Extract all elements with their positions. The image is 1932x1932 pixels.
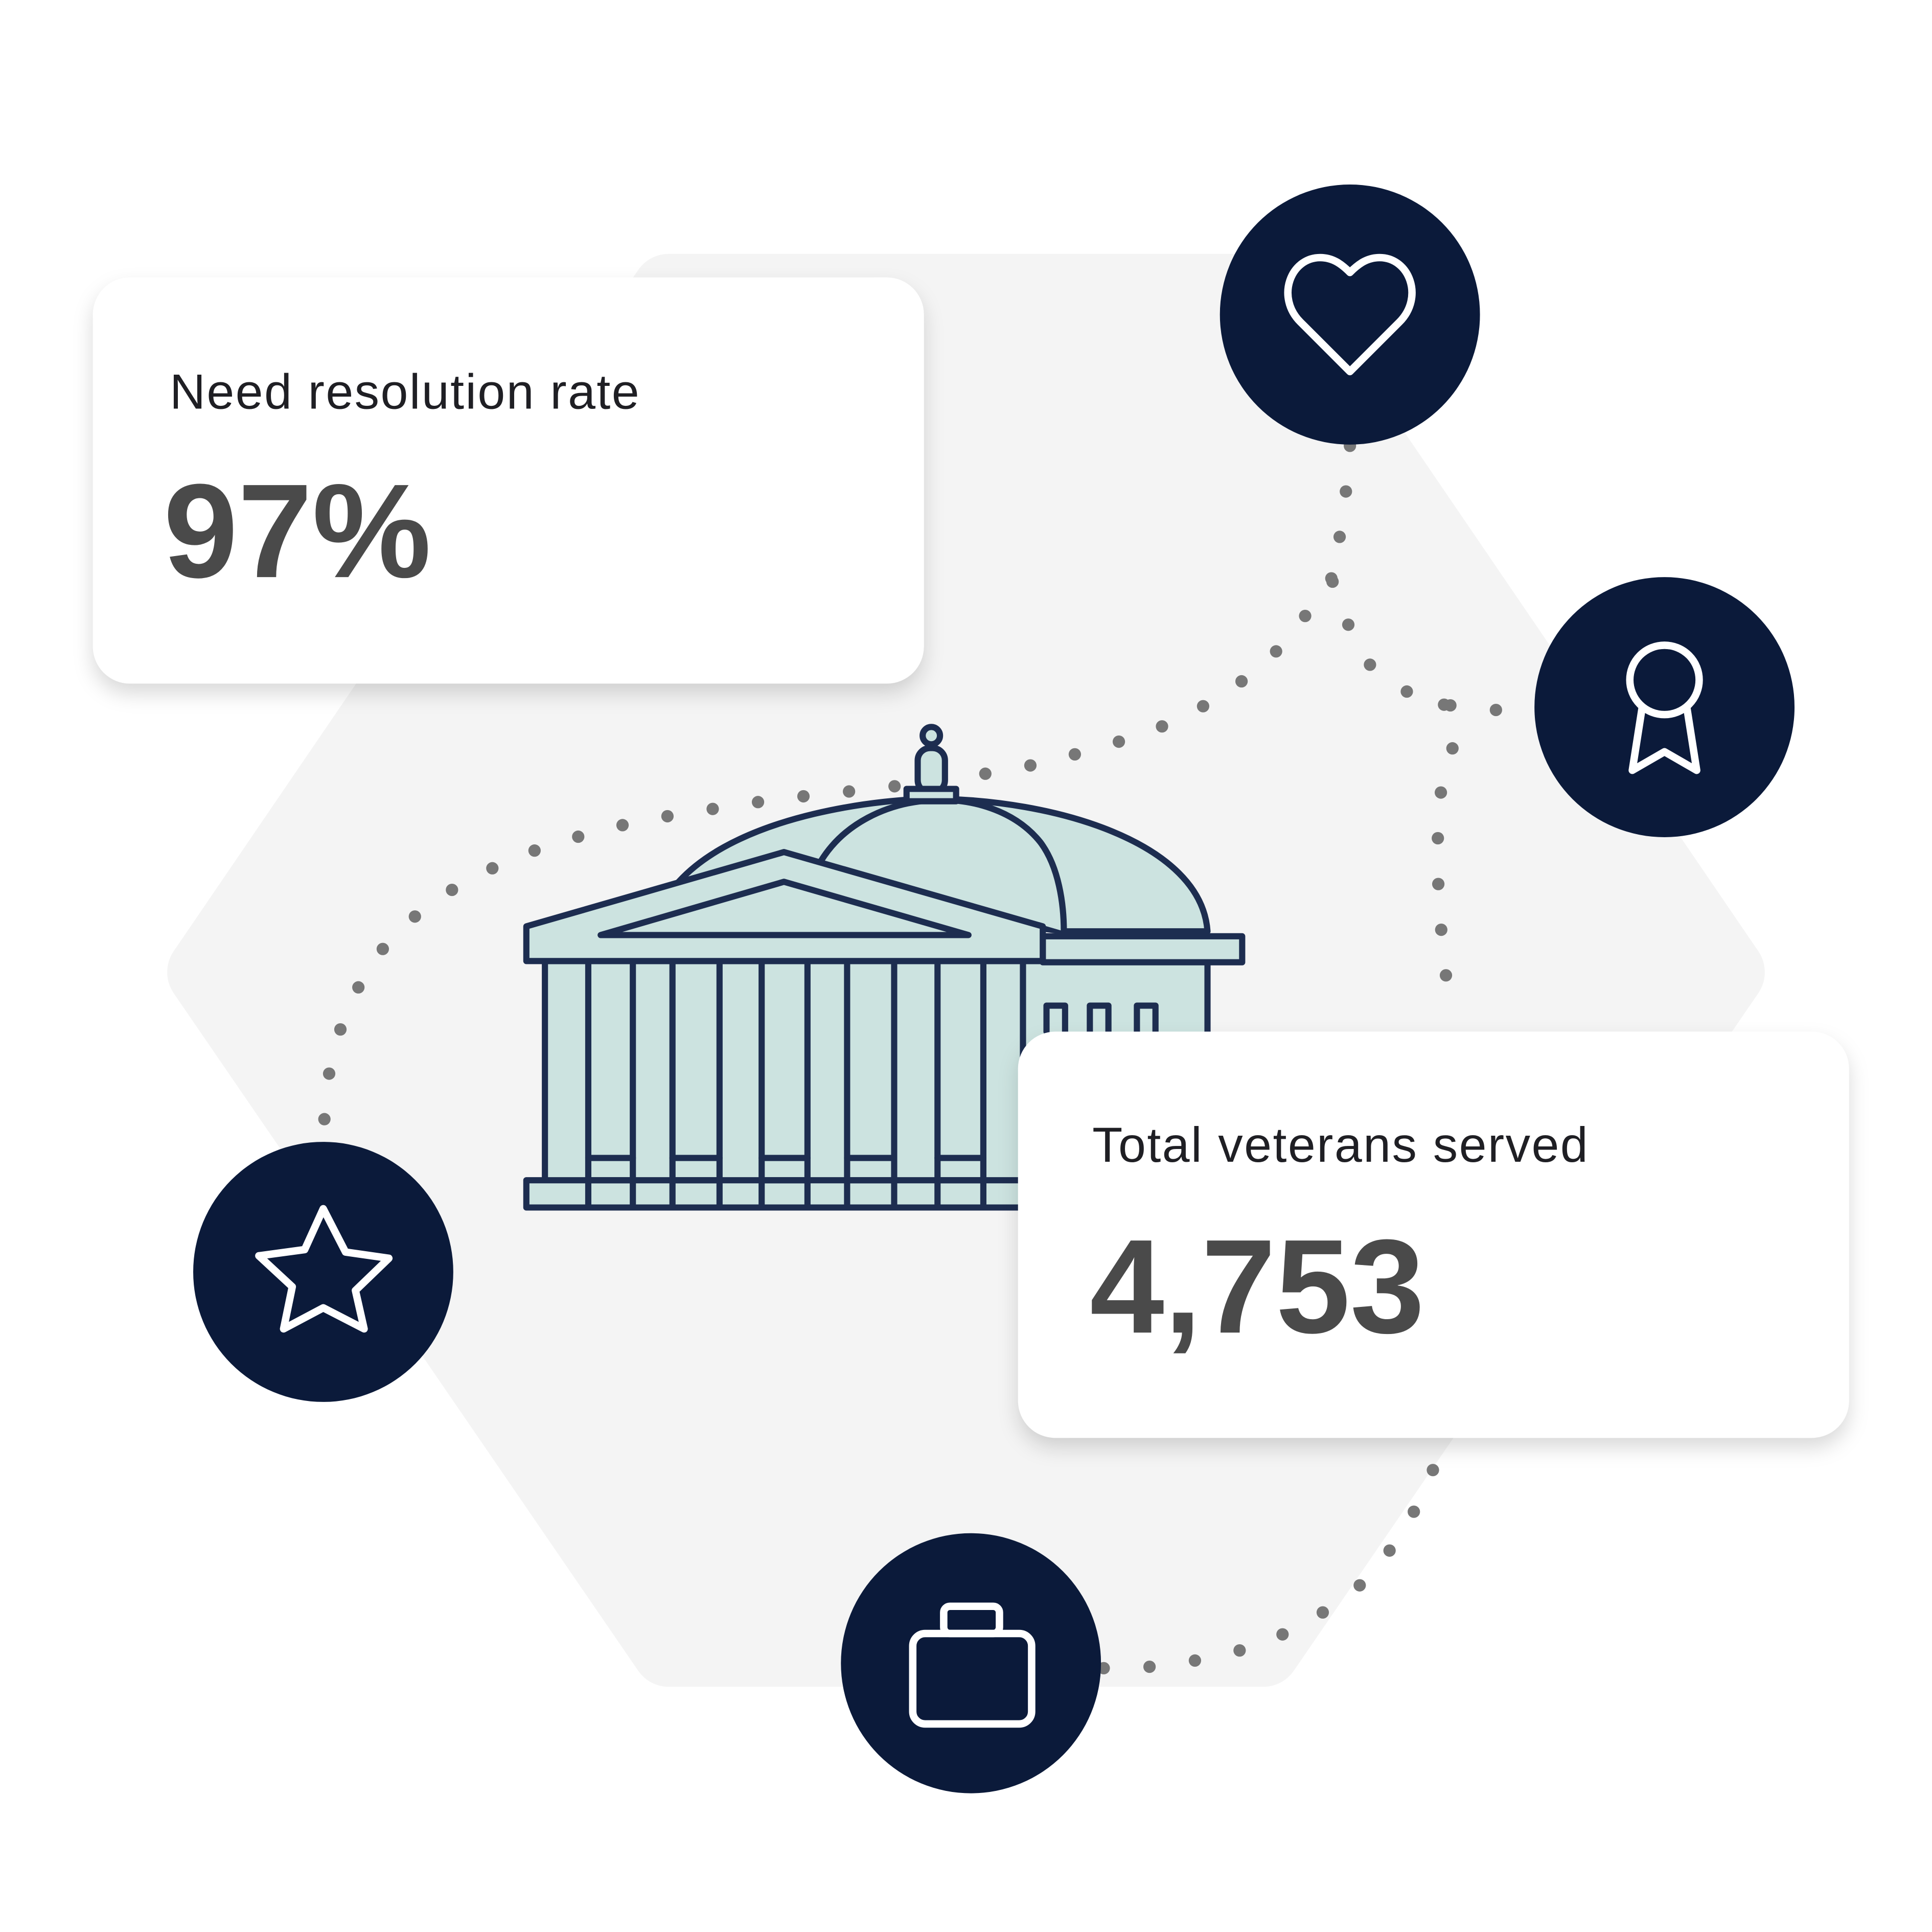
award-ribbon-icon (1626, 641, 1703, 774)
heart-badge (1220, 185, 1480, 445)
star-badge (193, 1142, 453, 1402)
briefcase-badge (841, 1533, 1101, 1793)
stat-value: 97% (164, 456, 431, 606)
stat-card-resolution-rate: Need resolution rate 97% (93, 277, 924, 684)
star-icon (255, 1205, 393, 1333)
award-badge (1534, 577, 1795, 837)
briefcase-icon (909, 1602, 1036, 1728)
stat-label: Need resolution rate (170, 364, 640, 420)
stat-card-veterans-served: Total veterans served 4,753 (1018, 1031, 1849, 1438)
stat-label: Total veterans served (1092, 1117, 1589, 1172)
dotted-connectors (317, 440, 1542, 1674)
heart-icon (1284, 254, 1416, 376)
stat-value: 4,753 (1090, 1212, 1424, 1361)
